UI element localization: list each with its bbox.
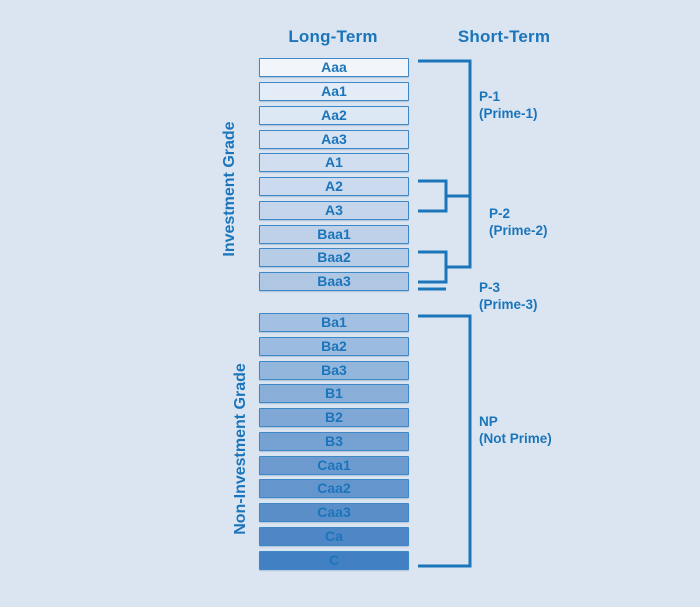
short-term-code: P-1 bbox=[479, 89, 501, 104]
rating-label: B1 bbox=[325, 385, 343, 401]
rating-label: Ca bbox=[325, 528, 343, 544]
rating-label: Caa1 bbox=[317, 457, 351, 473]
rating-box: Caa2 bbox=[259, 479, 409, 498]
rating-box: Aa2 bbox=[259, 106, 409, 125]
bracket-p1 bbox=[418, 59, 472, 215]
rating-label: Baa1 bbox=[317, 226, 351, 242]
group-label-investment-grade: Investment Grade bbox=[221, 121, 238, 257]
rating-box: C bbox=[259, 551, 409, 570]
rating-label: Aa1 bbox=[321, 83, 347, 99]
rating-label: C bbox=[328, 552, 340, 568]
rating-label: Ba1 bbox=[321, 314, 347, 330]
rating-box: Aa3 bbox=[259, 130, 409, 149]
rating-label: Aa3 bbox=[321, 131, 347, 147]
rating-box: Ba3 bbox=[259, 361, 409, 380]
rating-box: A3 bbox=[259, 201, 409, 220]
rating-box: Baa3 bbox=[259, 272, 409, 291]
rating-label: Caa2 bbox=[317, 480, 351, 496]
rating-label: A1 bbox=[325, 154, 343, 170]
short-term-name: (Prime-3) bbox=[479, 297, 538, 312]
short-term-name: (Not Prime) bbox=[479, 431, 552, 446]
rating-label: A3 bbox=[325, 202, 343, 218]
bracket-p2-trunk bbox=[446, 215, 472, 269]
group-label-non-investment-grade: Non-Investment Grade bbox=[232, 363, 249, 535]
short-term-code: P-3 bbox=[479, 280, 501, 295]
short-term-label-p3: P-3 (Prime-3) bbox=[479, 279, 538, 313]
rating-label: Aaa bbox=[321, 59, 347, 75]
rating-box: Caa1 bbox=[259, 456, 409, 475]
bracket-np bbox=[418, 314, 472, 568]
rating-box: B1 bbox=[259, 384, 409, 403]
short-term-label-p2: P-2 (Prime-2) bbox=[489, 205, 548, 239]
rating-label: Ba3 bbox=[321, 362, 347, 378]
rating-label: Aa2 bbox=[321, 107, 347, 123]
rating-label: Baa2 bbox=[317, 249, 351, 265]
bracket-p2-lower bbox=[418, 250, 448, 284]
rating-label: A2 bbox=[325, 178, 343, 194]
rating-label: B2 bbox=[325, 409, 343, 425]
rating-box: A2 bbox=[259, 177, 409, 196]
rating-box: Caa3 bbox=[259, 503, 409, 522]
column-header-long-term: Long-Term bbox=[288, 27, 378, 46]
bracket-p2-upper bbox=[418, 179, 448, 213]
rating-box: Ba2 bbox=[259, 337, 409, 356]
column-header-short-term: Short-Term bbox=[457, 27, 551, 46]
rating-label: Baa3 bbox=[317, 273, 351, 289]
rating-box: Ba1 bbox=[259, 313, 409, 332]
short-term-label-np: NP (Not Prime) bbox=[479, 413, 552, 447]
short-term-code: NP bbox=[479, 414, 498, 429]
rating-label: B3 bbox=[325, 433, 343, 449]
short-term-name: (Prime-2) bbox=[489, 223, 548, 238]
rating-box: Aa1 bbox=[259, 82, 409, 101]
short-term-label-p1: P-1 (Prime-1) bbox=[479, 88, 538, 122]
rating-label: Caa3 bbox=[317, 504, 351, 520]
rating-box: B2 bbox=[259, 408, 409, 427]
rating-label: Ba2 bbox=[321, 338, 347, 354]
short-term-code: P-2 bbox=[489, 206, 511, 221]
rating-box: A1 bbox=[259, 153, 409, 172]
rating-box: Aaa bbox=[259, 58, 409, 77]
short-term-name: (Prime-1) bbox=[479, 106, 538, 121]
rating-box: B3 bbox=[259, 432, 409, 451]
rating-box: Ca bbox=[259, 527, 409, 546]
rating-box: Baa2 bbox=[259, 248, 409, 267]
rating-box: Baa1 bbox=[259, 225, 409, 244]
